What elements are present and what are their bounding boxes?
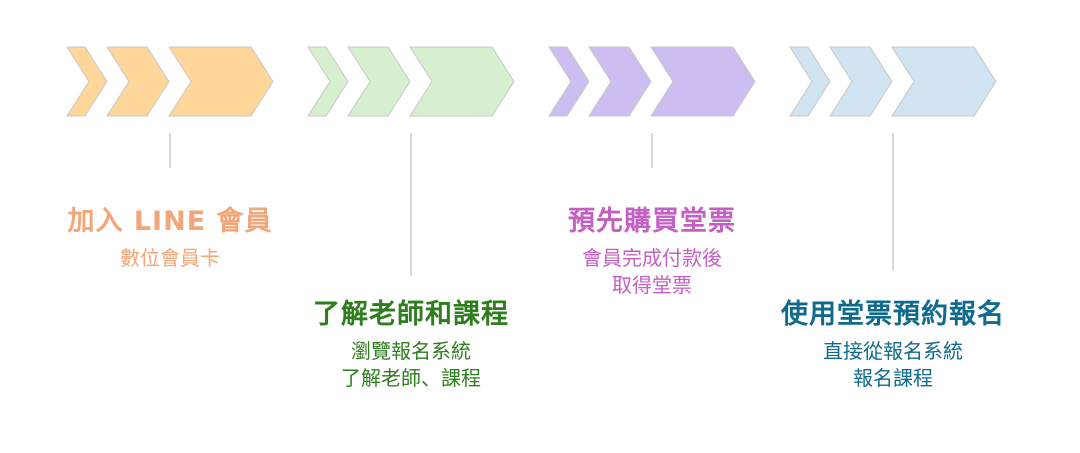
step-2-title: 了解老師和課程 bbox=[313, 299, 509, 330]
step-3-line-1: 會員完成付款後 bbox=[582, 246, 722, 270]
step-2: 了解老師和課程 瀏覽報名系統 了解老師、課程 bbox=[261, 298, 561, 392]
step-4-line-2: 報名課程 bbox=[853, 366, 933, 390]
step-1: 加入 LINE 會員 數位會員卡 bbox=[20, 205, 320, 272]
step-2-line-1: 瀏覽報名系統 bbox=[351, 339, 471, 363]
step-3-line-2: 取得堂票 bbox=[612, 273, 692, 297]
step-4-chevron-small-b bbox=[829, 46, 893, 117]
step-3-chevron-large bbox=[650, 46, 756, 117]
step-3-chevron-small-b bbox=[588, 46, 652, 117]
step-2-chevron-small-a bbox=[307, 46, 349, 117]
step-4: 使用堂票預約報名 直接從報名系統 報名課程 bbox=[743, 298, 1043, 392]
step-1-line-1: 數位會員卡 bbox=[120, 246, 220, 270]
step-3-title: 預先購買堂票 bbox=[568, 206, 736, 237]
step-1-description: 數位會員卡 bbox=[20, 245, 320, 272]
step-2-chevron-small-b bbox=[347, 46, 411, 117]
step-1-title: 加入 LINE 會員 bbox=[67, 206, 273, 237]
step-4-title: 使用堂票預約報名 bbox=[781, 299, 1005, 330]
step-4-line-1: 直接從報名系統 bbox=[823, 339, 963, 363]
step-4-chevron-large bbox=[891, 46, 997, 117]
step-3: 預先購買堂票 會員完成付款後 取得堂票 bbox=[502, 205, 802, 299]
step-4-chevron-small-a bbox=[789, 46, 831, 117]
step-4-description: 直接從報名系統 報名課程 bbox=[743, 338, 1043, 392]
step-3-description: 會員完成付款後 取得堂票 bbox=[502, 245, 802, 299]
step-2-line-2: 了解老師、課程 bbox=[341, 366, 481, 390]
step-2-description: 瀏覽報名系統 了解老師、課程 bbox=[261, 338, 561, 392]
step-1-chevron-small-b bbox=[106, 46, 170, 117]
step-3-chevron-small-a bbox=[548, 46, 590, 117]
step-1-chevron-small-a bbox=[66, 46, 108, 117]
step-1-chevron-large bbox=[168, 46, 274, 117]
step-2-chevron-large bbox=[409, 46, 515, 117]
